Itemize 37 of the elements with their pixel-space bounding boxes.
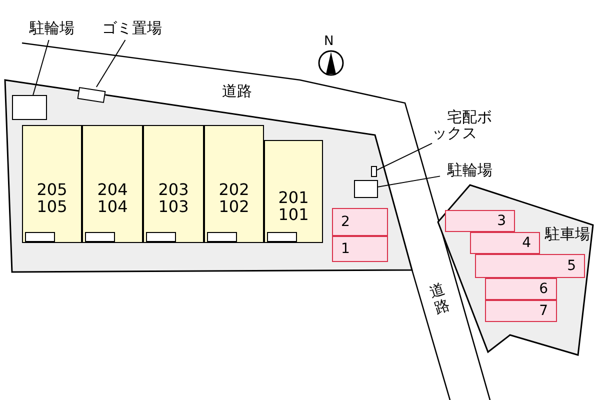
parking-space: 1 [332, 236, 388, 262]
area-label: 駐車場 [545, 227, 590, 243]
apartment-unit [82, 125, 143, 243]
bicycle-parking-box [12, 95, 47, 120]
north-label: N [324, 34, 334, 49]
leader-line [378, 176, 440, 188]
room-number: 204 [97, 182, 128, 199]
area-label: ゴミ置場 [92, 18, 172, 40]
apartment-unit [264, 140, 323, 243]
apartment-unit [22, 125, 82, 243]
room-number: 103 [158, 199, 189, 216]
leader-line [376, 142, 432, 171]
room-number: 102 [218, 199, 250, 216]
apartment-unit [204, 125, 264, 243]
parking-space: 5 [475, 254, 585, 278]
room-number: 201 [278, 190, 309, 206]
parking-space: 2 [332, 208, 388, 236]
apartment-unit [143, 125, 204, 243]
room-number: 202 [218, 182, 250, 199]
room-number: 101 [278, 206, 309, 224]
room-number: 104 [97, 199, 128, 216]
area-label: 駐輪場 [440, 160, 500, 182]
room-number: 203 [158, 182, 189, 199]
delivery-box [371, 166, 377, 177]
road-label: 道路 [427, 280, 452, 316]
parking-space: 6 [485, 278, 557, 300]
parking-space: 7 [485, 300, 557, 322]
area-label: 宅配ボックス [432, 108, 495, 148]
room-number: 105 [36, 199, 68, 216]
bicycle-parking-box [354, 180, 378, 198]
parking-space: 3 [445, 210, 515, 232]
area-label: 駐輪場 [22, 18, 82, 40]
room-number: 205 [36, 182, 68, 199]
road-label: 道路 [222, 82, 252, 101]
leader-line [96, 40, 126, 88]
leader-line [32, 40, 50, 96]
parking-space: 4 [470, 232, 540, 254]
